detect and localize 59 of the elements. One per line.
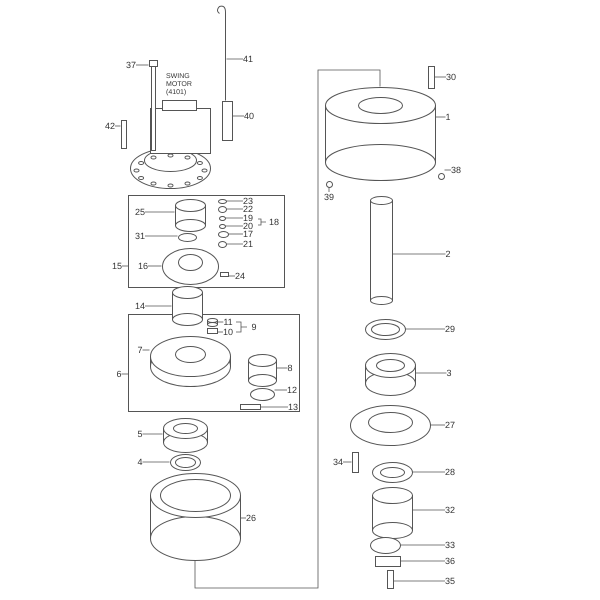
callout-number: 18 bbox=[269, 217, 279, 227]
callout-number: 10 bbox=[223, 327, 233, 337]
callout-number: 1 bbox=[446, 112, 450, 122]
leader-line bbox=[400, 544, 446, 546]
callout-number: 11 bbox=[223, 317, 233, 327]
callout-number: 16 bbox=[138, 261, 148, 271]
callout-number: 13 bbox=[288, 402, 298, 412]
group-frame bbox=[128, 195, 285, 288]
leader-line bbox=[400, 560, 446, 562]
leader-line bbox=[430, 424, 446, 426]
callout-number: 40 bbox=[244, 111, 254, 121]
leader-line bbox=[435, 116, 446, 118]
callout-number: 34 bbox=[333, 457, 343, 467]
leader-line bbox=[328, 187, 330, 192]
callout-number: 31 bbox=[135, 231, 145, 241]
callout-number: 14 bbox=[135, 301, 145, 311]
callout-number: 15 bbox=[112, 261, 122, 271]
callout-number: 25 bbox=[135, 207, 145, 217]
callout-number: 28 bbox=[445, 467, 455, 477]
callout-number: 22 bbox=[243, 204, 253, 214]
callout-number: 33 bbox=[445, 540, 455, 550]
leader-line bbox=[226, 58, 244, 60]
callout-number: 30 bbox=[446, 72, 456, 82]
leader-line bbox=[434, 76, 446, 78]
callout-number: 9 bbox=[252, 322, 256, 332]
group-frame bbox=[128, 314, 300, 412]
callout-number: 8 bbox=[288, 363, 292, 373]
callout-number: 32 bbox=[445, 505, 455, 515]
callout-number: 19 bbox=[243, 213, 253, 223]
leader-line bbox=[393, 580, 446, 582]
callout-number: 3 bbox=[446, 368, 452, 378]
leader-line bbox=[226, 208, 244, 210]
callout-number: 42 bbox=[105, 121, 115, 131]
leader-line bbox=[260, 406, 288, 408]
leader-line bbox=[415, 372, 447, 374]
callout-number: 24 bbox=[235, 271, 245, 281]
callout-number: 29 bbox=[445, 324, 455, 334]
callout-number: 38 bbox=[451, 165, 461, 175]
callout-number: 20 bbox=[243, 221, 253, 231]
leader-line bbox=[136, 64, 149, 66]
callout-number: 35 bbox=[445, 576, 455, 586]
assembly-line bbox=[194, 70, 380, 588]
callout-number: 23 bbox=[243, 196, 253, 206]
leader-line bbox=[226, 200, 244, 202]
callout-number: 2 bbox=[446, 249, 450, 259]
callout-number: 6 bbox=[116, 369, 122, 379]
callout-number: 26 bbox=[246, 513, 256, 523]
callout-number: 36 bbox=[445, 556, 455, 566]
callout-number: 12 bbox=[287, 385, 297, 395]
leader-line bbox=[405, 328, 446, 330]
callout-number: 27 bbox=[445, 420, 455, 430]
callout-number: 17 bbox=[243, 229, 253, 239]
callout-number: 21 bbox=[243, 239, 253, 249]
callout-number: 41 bbox=[243, 54, 253, 64]
callout-number: 37 bbox=[126, 60, 136, 70]
callout-number: 39 bbox=[324, 192, 334, 202]
callout-number: 4 bbox=[138, 457, 142, 467]
callout-number: 5 bbox=[138, 429, 142, 439]
callout-number: 7 bbox=[138, 345, 142, 355]
